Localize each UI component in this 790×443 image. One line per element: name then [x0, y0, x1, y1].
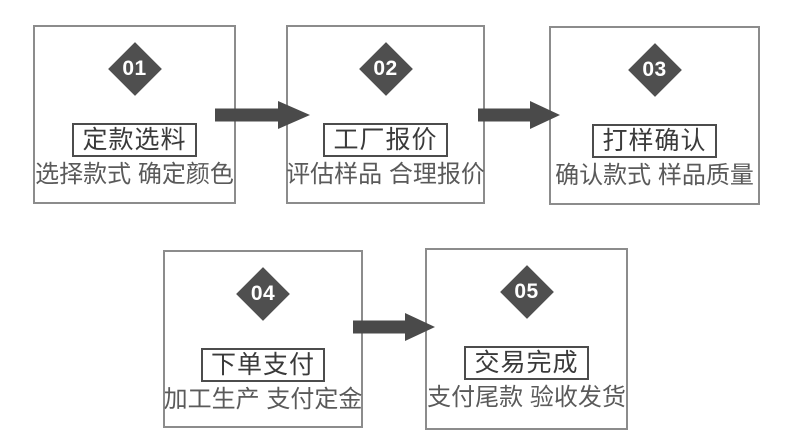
step-title: 交易完成	[474, 349, 579, 377]
step-number: 02	[373, 57, 398, 80]
flow-step-5: 05 交易完成 支付尾款 验收发货	[425, 248, 628, 430]
step-number: 01	[122, 57, 147, 80]
arrow-right-icon	[215, 101, 310, 129]
step-title-box: 交易完成	[464, 346, 589, 380]
step-number-badge: 01	[107, 42, 162, 96]
step-subtitle: 加工生产 支付定金	[163, 386, 363, 413]
step-subtitle: 选择款式 确定颜色	[35, 161, 234, 188]
step-title: 下单支付	[210, 351, 315, 379]
step-number-badge: 03	[627, 43, 682, 97]
step-title: 打样确认	[602, 127, 707, 155]
arrow-right-icon	[478, 101, 560, 129]
arrow-right-icon	[353, 313, 435, 341]
step-number: 03	[642, 58, 667, 81]
step-title: 工厂报价	[333, 126, 438, 154]
flow-step-1: 01 定款选料 选择款式 确定颜色	[33, 25, 236, 204]
flow-step-3: 03 打样确认 确认款式 样品质量	[549, 26, 760, 205]
flow-step-4: 04 下单支付 加工生产 支付定金	[163, 250, 363, 428]
flow-step-2: 02 工厂报价 评估样品 合理报价	[286, 25, 485, 204]
step-number-badge: 04	[236, 267, 290, 321]
step-title-box: 工厂报价	[323, 123, 448, 157]
step-subtitle: 支付尾款 验收发货	[427, 384, 626, 411]
step-number: 05	[514, 280, 539, 303]
step-title: 定款选料	[82, 126, 187, 154]
step-number-badge: 05	[499, 265, 554, 319]
step-title-box: 打样确认	[592, 124, 717, 158]
step-subtitle: 确认款式 样品质量	[555, 162, 754, 189]
step-subtitle: 评估样品 合理报价	[286, 161, 485, 188]
step-number-badge: 02	[358, 42, 413, 96]
step-title-box: 定款选料	[72, 123, 197, 157]
step-number: 04	[250, 282, 276, 305]
step-title-box: 下单支付	[200, 348, 325, 382]
